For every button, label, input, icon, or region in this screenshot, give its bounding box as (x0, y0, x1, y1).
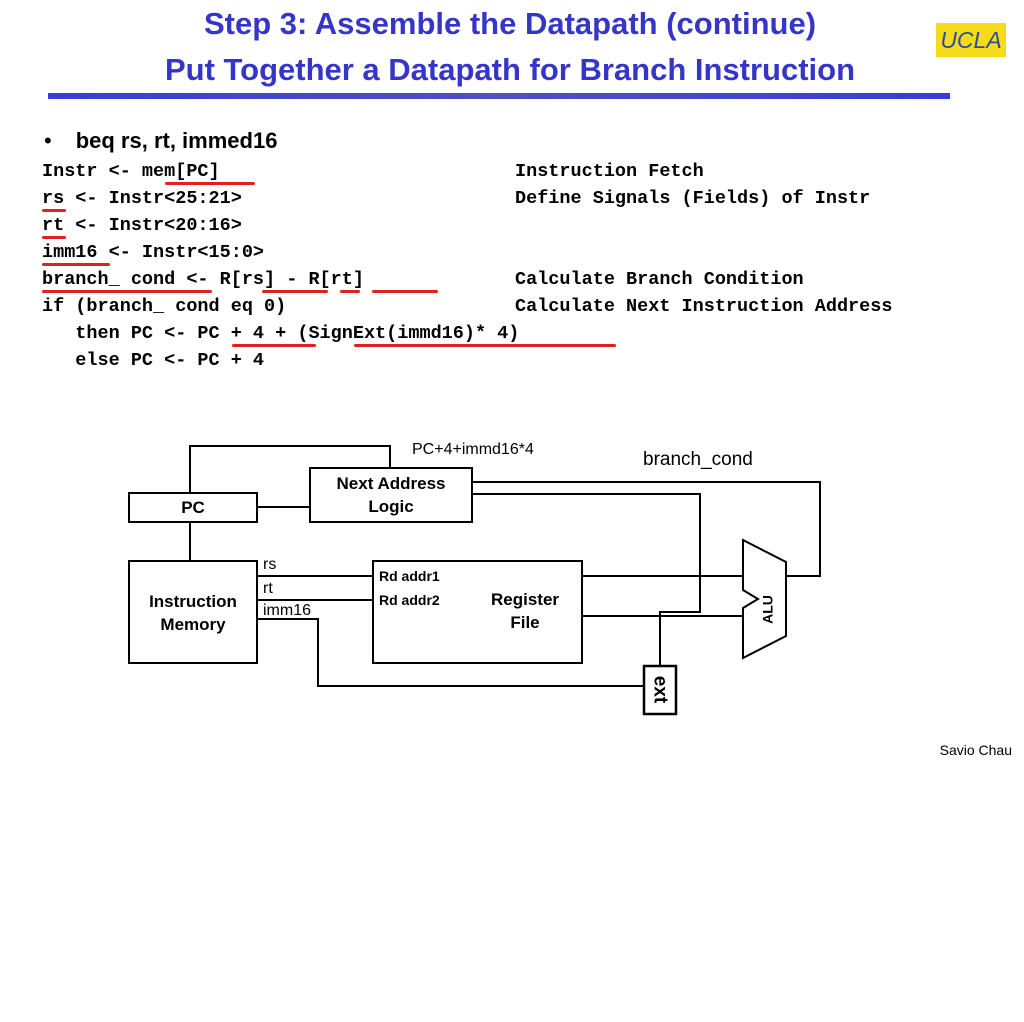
rtl-code-block: Instr <- mem[PC] Instruction Fetch rs <-… (42, 158, 1002, 378)
instruction-memory-box (128, 560, 258, 664)
signal-pc-next: PC+4+immd16*4 (412, 441, 534, 458)
underline-r-rs (262, 290, 328, 293)
code-line-5: branch_ cond <- R[rs] - R[rt] (42, 269, 364, 290)
pc-label: PC (181, 498, 205, 517)
code-line-4: imm16 <- Instr<15:0> (42, 242, 265, 263)
underline-imm16 (42, 263, 110, 266)
underline-signext (354, 344, 616, 347)
code-line-2: rs <- Instr<25:21> (42, 188, 242, 209)
slide-title-line2: Put Together a Datapath for Branch Instr… (164, 52, 856, 87)
pc-box (128, 492, 258, 523)
datapath-diagram: PC Next Address Logic Instruction Memory… (0, 430, 1024, 730)
underline-r-rt (372, 290, 438, 293)
code-comment-2: Define Signals (Fields) of Instr (515, 188, 871, 209)
code-line-3: rt <- Instr<20:16> (42, 215, 242, 236)
code-line-8: else PC <- PC + 4 (42, 350, 265, 371)
code-comment-5: Calculate Branch Condition (515, 269, 804, 290)
wire-ext-to-nal (472, 493, 701, 666)
wire-pc-loop (189, 445, 391, 493)
title-divider (48, 93, 950, 99)
signal-rs: rs (263, 556, 277, 573)
code-line-6: if (branch_ cond eq 0) (42, 296, 287, 317)
code-comment-1: Instruction Fetch (515, 161, 704, 182)
register-file-label: Register File (490, 590, 560, 632)
bullet-dot-icon: • (44, 128, 52, 153)
wire-imm16 (257, 618, 644, 687)
register-file-box (372, 560, 583, 664)
underline-minus (340, 290, 360, 293)
underline-rt (42, 236, 66, 239)
rd-addr2-label: Rd addr2 (379, 592, 440, 608)
signal-imm16: imm16 (263, 602, 312, 619)
code-line-7: then PC <- PC + 4 + (SignExt(immd16)* 4) (42, 323, 520, 344)
underline-pc-plus-4 (232, 344, 316, 347)
signal-rt: rt (263, 580, 273, 597)
slide-title-line1: Step 3: Assemble the Datapath (continue) (203, 6, 817, 41)
instruction-memory-label: Instruction Memory (149, 592, 237, 634)
underline-branch-cond (42, 290, 212, 293)
underline-mem-pc (165, 182, 255, 185)
datapath-wires (128, 445, 821, 716)
ext-label: ext (649, 675, 671, 704)
code-comment-6: Calculate Next Instruction Address (515, 296, 893, 317)
code-line-1: Instr <- mem[PC] (42, 161, 220, 182)
alu-label: ALU (759, 595, 776, 624)
next-address-logic-label: Next Address Logic (336, 474, 446, 516)
footer-author: Savio Chau (939, 742, 1012, 758)
underline-rs (42, 209, 66, 212)
rd-addr1-label: Rd addr1 (379, 568, 440, 584)
wire-branch-cond (472, 481, 821, 577)
ucla-logo: UCLA (936, 23, 1006, 57)
bullet-text: beq rs, rt, immed16 (75, 128, 278, 153)
signal-branch-cond: branch_cond (643, 449, 753, 470)
bullet-item: • beq rs, rt, immed16 (44, 128, 277, 154)
alu-shape (742, 538, 787, 660)
next-address-logic-box (309, 467, 473, 523)
ext-box (642, 664, 678, 716)
